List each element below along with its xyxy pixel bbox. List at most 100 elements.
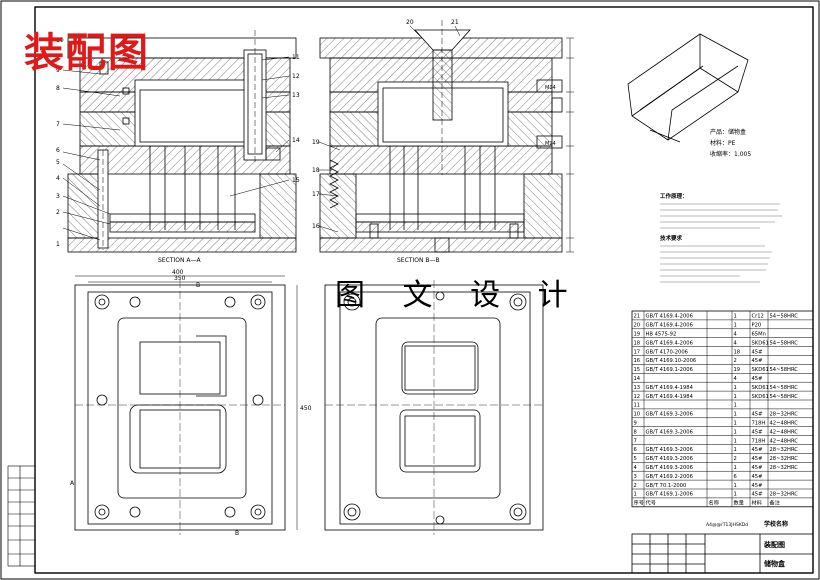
title-scale-note: A4@@rT13JHSKDd <box>706 522 748 528</box>
bom-cell: 15 <box>634 367 641 373</box>
bom-cell: 28~32HRC <box>770 412 799 418</box>
bom-cell: 4 <box>734 332 738 338</box>
title-drawing: 装配图 <box>763 540 785 549</box>
callout-7: 7 <box>56 121 60 128</box>
callout-3: 3 <box>56 193 60 200</box>
bom-cell: 45# <box>752 465 763 471</box>
bom-cell: 21 <box>634 314 641 320</box>
drawing-frame <box>34 6 814 574</box>
bom-cell: 45# <box>752 349 763 355</box>
svg-text:材料：PE: 材料：PE <box>710 139 736 147</box>
bom-cell: 10 <box>634 412 641 418</box>
section-a-a-view <box>67 30 297 253</box>
bom-cell: GB/T 4169.3-2006 <box>646 447 693 453</box>
bom-cell: 1 <box>734 385 737 391</box>
bom-cell: 2 <box>634 483 637 489</box>
water-port-label-2: M24 <box>545 141 556 147</box>
bom-cell: 1 <box>734 465 737 471</box>
bom-cell: SKD61 <box>752 394 769 400</box>
bom-cell: 45# <box>752 447 763 453</box>
bom-cell: 12 <box>634 394 641 400</box>
plan-left-dims <box>75 275 298 530</box>
bom-cell: 1 <box>734 492 737 498</box>
callout-21: 21 <box>451 19 459 26</box>
bom-cell: SKD61 <box>752 385 769 391</box>
watermark-title: 装配图 <box>24 29 150 76</box>
product-shrink: 1.005 <box>734 151 751 158</box>
part-isometric <box>627 33 749 143</box>
bom-cell: 1 <box>734 447 737 453</box>
bom-cell: 19 <box>634 332 641 338</box>
bom-cell: 54~58HRC <box>770 394 799 400</box>
callout-2: 2 <box>56 209 60 216</box>
bom-cell: GB/T 4169.4-1984 <box>646 385 694 391</box>
product-name-label: 产品： <box>710 128 728 136</box>
callout-10: 10 <box>56 37 64 44</box>
bom-cell: P20 <box>752 323 762 329</box>
bom-cell: 45# <box>752 412 763 418</box>
bom-cell: 1 <box>734 483 737 489</box>
callout-leaders-right <box>318 25 461 233</box>
bom-cell: GB/T 4169.4-1984 <box>646 394 694 400</box>
bom-cell: 28~32HRC <box>770 492 799 498</box>
bom-cell: 11 <box>634 403 641 409</box>
title-part: 储物盒 <box>763 559 786 568</box>
bom-cell: 9 <box>634 421 637 427</box>
bom-cell: 1 <box>734 323 737 329</box>
dim-width-total: 400 <box>172 269 184 276</box>
product-name: 储物盒 <box>728 128 746 136</box>
bom-cell: 17 <box>634 349 641 355</box>
bom-cell: 28~32HRC <box>770 465 799 471</box>
bom-cell: 42~48HRC <box>770 429 799 435</box>
tech-title-1: 工作原理： <box>660 192 688 200</box>
bom-cell: 1 <box>734 403 737 409</box>
callout-18: 18 <box>312 167 320 174</box>
ref-b-top: B <box>196 282 200 289</box>
callout-4: 4 <box>56 175 60 182</box>
bom-cell: 19 <box>734 367 741 373</box>
callout-5: 5 <box>56 159 60 166</box>
bom-cell: 4 <box>734 376 738 382</box>
callout-9: 9 <box>56 67 60 74</box>
bom-cell: GB/T 4169.3-2006 <box>646 412 693 418</box>
callout-17: 17 <box>312 191 320 198</box>
height-dimension-bb <box>566 37 574 253</box>
bom-cell: 2 <box>734 456 737 462</box>
bom-header-cell: 备注 <box>770 499 780 507</box>
callout-14: 14 <box>292 137 300 144</box>
bom-cell: 20 <box>634 323 641 329</box>
title-block <box>631 533 814 574</box>
plan-view-fixed <box>324 280 544 535</box>
bom-cell: 2 <box>734 358 737 364</box>
bom-cell: 1 <box>734 412 737 418</box>
bom-cell: 65Mn <box>752 332 766 338</box>
bom-cell: 54~58HRC <box>770 385 799 391</box>
bom-cell: 1 <box>734 394 737 400</box>
callouts-a-a: 1 2 3 4 5 6 7 8 9 10 11 12 13 14 15 <box>56 37 300 248</box>
bom-cell: GB/T 4169.3-2006 <box>646 429 693 435</box>
product-info: 产品：储物盒 材料：PE 收缩率：1.005 <box>710 128 751 158</box>
bom-cell: 16 <box>634 358 641 364</box>
bom-cell: 42~48HRC <box>770 438 799 444</box>
callout-20: 20 <box>406 19 414 26</box>
bom-cell: 18 <box>634 340 641 346</box>
bom-cell: 13 <box>634 385 641 391</box>
bom-cell: GB/T 4169.3-2006 <box>646 456 693 462</box>
callout-8: 8 <box>56 85 60 92</box>
dim-width-inner: 350 <box>174 275 186 282</box>
bom-cell: 54~58HRC <box>770 314 799 320</box>
bom-cell: 14 <box>634 376 641 382</box>
bom-cell: 4 <box>634 465 638 471</box>
callout-13: 13 <box>292 92 300 99</box>
technical-notes: 工作原理： 技术要求 <box>660 192 688 242</box>
bom-cell: 28~32HRC <box>770 447 799 453</box>
bom-cell: GB/T 4169.4-2006 <box>646 314 693 320</box>
bom-cell: GB/T 4169.2-2006 <box>646 474 693 480</box>
bom-cell: GB/T 4169.4-2006 <box>646 340 693 346</box>
svg-text:产品：储物盒: 产品：储物盒 <box>710 128 746 136</box>
bom-cell: 28~32HRC <box>770 456 799 462</box>
callout-leaders-left <box>62 56 290 241</box>
bom-cell: 4 <box>734 340 738 346</box>
bom-cell: SKD61 <box>752 367 769 373</box>
